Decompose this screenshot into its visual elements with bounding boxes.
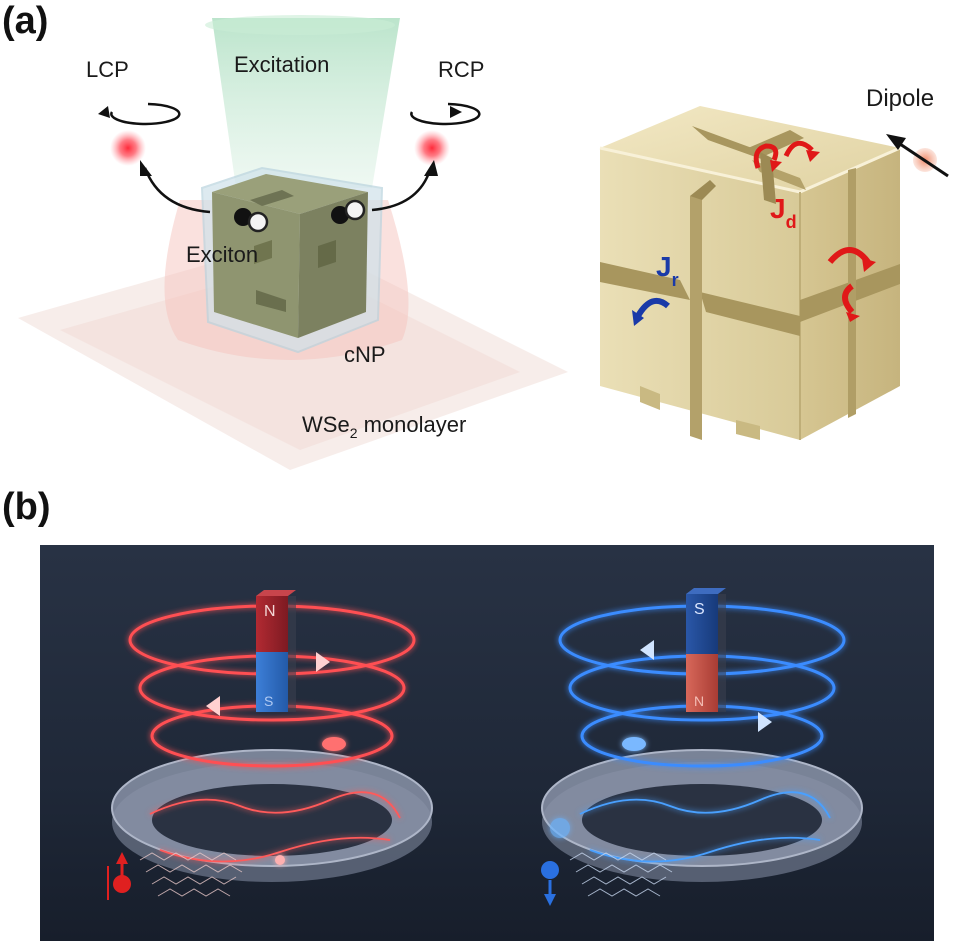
- right-electron: [622, 737, 646, 751]
- left-spin-up-icon: [107, 852, 131, 900]
- left-magnet-north-label: N: [264, 603, 276, 620]
- panel-a-label: (a): [2, 0, 49, 42]
- lcp-label: LCP: [86, 57, 129, 82]
- right-spin-down-icon: [541, 861, 559, 906]
- left-spiral-arrow-bottom: [206, 696, 220, 716]
- jd-label: Jd: [770, 193, 797, 232]
- lcp-rotation-icon: [98, 102, 181, 126]
- rcp-rotation-icon: [410, 102, 481, 126]
- right-magnet-south-label: S: [694, 601, 705, 618]
- arrow-to-rcp: [371, 169, 432, 212]
- excitation-label: Excitation: [234, 52, 329, 77]
- lcp-emission-glow: [110, 130, 146, 166]
- exciton-label: Exciton: [186, 242, 258, 267]
- left-spiral-arrow-top: [316, 652, 330, 672]
- right-magnet-north-label: N: [694, 693, 704, 709]
- panel-b-label: (b): [2, 486, 51, 528]
- jr-current-arrow: [632, 297, 670, 326]
- left-ring-device: [111, 749, 433, 882]
- cnp-label: cNP: [344, 342, 386, 367]
- cnp-cube-large: [599, 106, 901, 440]
- rcp-label: RCP: [438, 57, 484, 82]
- dipole-label: Dipole: [866, 85, 934, 112]
- jd-current-arrows: [753, 140, 876, 322]
- exciton-pair-right: [331, 199, 366, 224]
- panel-b-background: [40, 545, 934, 941]
- left-electron: [322, 737, 346, 751]
- right-spiral-arrow-bottom: [758, 712, 772, 732]
- left-graphene-sheet: [139, 852, 243, 897]
- right-spiral-arrow-top: [640, 640, 654, 660]
- jr-label: Jr: [656, 251, 679, 290]
- dipole-arrow: [899, 142, 949, 178]
- exciton-pair-left: [234, 208, 269, 233]
- right-ring-device: [541, 749, 863, 882]
- left-magnet-south-label: S: [264, 693, 273, 709]
- rcp-emission-glow: [414, 130, 450, 166]
- wse2-label: WSe2 monolayer: [302, 412, 466, 441]
- left-magnet: [256, 590, 296, 712]
- right-graphene-sheet: [569, 852, 673, 897]
- excitation-beam: [212, 18, 400, 188]
- right-magnet: [686, 588, 726, 712]
